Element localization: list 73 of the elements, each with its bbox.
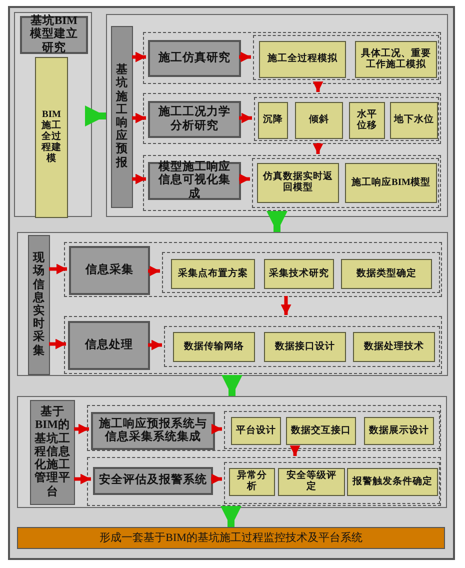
task-box: 数据类型确定	[341, 259, 432, 289]
process-box: 施工响应预报系统与信息采集系统集成	[91, 412, 215, 450]
task-box: BIM施工全过程建模	[35, 57, 68, 218]
stage-label-box: 基坑施工响应预报	[111, 26, 133, 208]
task-box: 平台设计	[231, 417, 281, 445]
dashed-group	[64, 242, 442, 297]
dashed-group	[224, 462, 440, 504]
dashed-group	[143, 155, 441, 211]
arrow	[280, 296, 292, 315]
task-box: 数据接口设计	[264, 332, 346, 362]
task-box: 采集技术研究	[264, 259, 334, 289]
dashed-group	[162, 252, 440, 293]
process-box: 施工工况力学分析研究	[148, 101, 241, 138]
task-box: 地下水位	[390, 102, 438, 139]
panel	[14, 12, 92, 217]
dashed-group	[143, 32, 441, 84]
dashed-group	[143, 93, 441, 144]
task-box: 施工全过程模拟	[259, 41, 346, 78]
dashed-group	[87, 405, 441, 451]
dashed-group	[254, 97, 439, 141]
process-box: 模型施工响应信息可视化集成	[148, 162, 241, 200]
arrow	[148, 266, 160, 276]
panel	[106, 14, 448, 217]
process-box: 施工仿真研究	[148, 40, 241, 77]
arrow	[74, 424, 89, 434]
stage-label-box: 现场信息实时采集	[28, 235, 50, 375]
task-box: 施工响应BIM模型	[345, 163, 437, 203]
arrow	[290, 446, 300, 456]
task-box: 水平位移	[349, 102, 385, 139]
arrow	[312, 82, 324, 92]
arrow	[266, 211, 288, 232]
process-box: 信息处理	[68, 321, 150, 370]
arrow	[239, 52, 251, 62]
process-box: 安全评估及报警系统	[93, 467, 213, 495]
arrow	[132, 174, 146, 184]
task-box: 倾斜	[295, 102, 343, 139]
dashed-group	[224, 411, 440, 449]
task-box: 报警触发条件确定	[347, 468, 438, 496]
arrow	[212, 424, 222, 434]
task-box: 安全等级评定	[278, 468, 345, 496]
task-box: 采集点布置方案	[171, 259, 255, 289]
arrow	[211, 474, 222, 484]
arrow	[239, 174, 250, 184]
dashed-group	[252, 158, 439, 208]
arrow	[49, 338, 66, 350]
task-box: 沉降	[258, 102, 288, 139]
task-box: 异常分析	[229, 468, 275, 496]
arrow	[148, 340, 162, 350]
arrow	[220, 506, 242, 527]
dashed-group	[64, 316, 442, 374]
dashed-group	[253, 35, 439, 80]
arrow	[222, 375, 242, 396]
task-box: 仿真数据实时返回模型	[257, 163, 339, 203]
task-box: 数据交互接口	[286, 417, 356, 445]
arrow	[74, 474, 91, 484]
dashed-group	[87, 457, 441, 506]
process-box: 基坑BIM模型建立研究	[20, 16, 88, 54]
arrow	[239, 112, 252, 124]
arrow	[312, 143, 324, 154]
arrow	[85, 106, 106, 126]
arrow	[132, 112, 146, 124]
task-box: 数据传输网络	[173, 332, 255, 362]
panel	[17, 232, 448, 376]
task-box: 数据展示设计	[364, 417, 434, 445]
task-box: 数据处理技术	[353, 332, 435, 362]
panel	[17, 396, 447, 508]
stage-label-box: 基于BIM的基坑工程信息化施工管理平台	[30, 400, 75, 505]
dashed-group	[164, 326, 440, 367]
process-box: 信息采集	[69, 246, 150, 295]
arrow	[49, 264, 67, 274]
arrow	[132, 52, 146, 62]
task-box: 具体工况、重要工作施工模拟	[355, 41, 437, 78]
result-box: 形成一套基于BIM的基坑施工过程监控技术及平台系统	[17, 527, 445, 549]
